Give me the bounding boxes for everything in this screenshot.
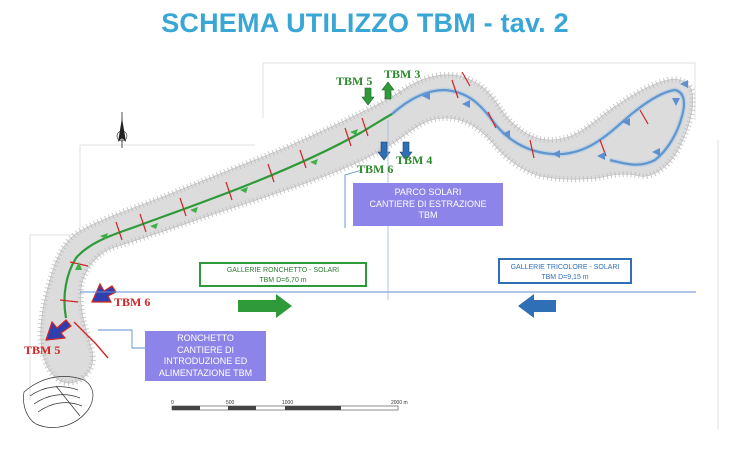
scale-tick-0: 0: [171, 400, 174, 406]
tbm-arrows-left: [45, 282, 117, 341]
scale-tick-2000: 2000 m: [391, 400, 408, 406]
north-arrow-icon: [116, 112, 128, 148]
ronchetto-box: RONCHETTO CANTIERE DI INTRODUZIONE ED AL…: [145, 331, 266, 381]
tbm4-mid-label: TBM 4: [396, 153, 433, 167]
parco-solari-box: PARCO SOLARI CANTIERE DI ESTRAZIONE TBM: [353, 183, 503, 226]
small-green-arrows: [75, 129, 358, 270]
parco-solari-title: PARCO SOLARI: [394, 187, 462, 197]
ronchetto-line3: INTRODUZIONE ED: [163, 356, 248, 366]
gallerie-tricolore-title: GALLERIE TRICOLORE - SOLARI: [510, 264, 620, 271]
tbm3-top-label: TBM 3: [384, 67, 421, 81]
page-title: SCHEMA UTILIZZO TBM - tav. 2: [161, 8, 569, 38]
tunnel-line-tricolore: [391, 88, 686, 166]
tbm6-left-label: TBM 6: [114, 295, 151, 309]
urban-area: [37, 71, 696, 386]
gallerie-ronchetto-box: GALLERIE RONCHETTO - SOLARI TBM D=6,70 m: [199, 262, 367, 287]
parco-solari-line2: CANTIERE DI ESTRAZIONE: [369, 198, 487, 209]
scale-bar: [171, 405, 399, 411]
tbm5-left-label: TBM 5: [24, 343, 61, 357]
gallerie-ronchetto-diameter: TBM D=6,70 m: [259, 277, 307, 284]
tbm-arrows-top: [361, 81, 413, 161]
parco-solari-line3: TBM: [418, 210, 438, 220]
tbm5-top-label: TBM 5: [336, 74, 373, 88]
ronchetto-site-sketch: [23, 376, 94, 428]
sheet-frame: [29, 62, 719, 430]
tunnel-line-ronchetto: [63, 113, 393, 319]
station-marks: [59, 71, 649, 303]
tbm6-mid-label: TBM 6: [357, 162, 394, 176]
gallerie-tricolore-box: GALLERIE TRICOLORE - SOLARI TBM D=9,15 m: [498, 258, 632, 284]
gallerie-ronchetto-title: GALLERIE RONCHETTO - SOLARI: [226, 267, 340, 274]
gallerie-tricolore-diameter: TBM D=9,15 m: [541, 274, 589, 281]
small-blue-arrows: [422, 80, 688, 160]
scale-tick-500: 500: [226, 400, 235, 406]
ronchetto-line4: ALIMENTAZIONE TBM: [158, 367, 253, 378]
access-line: [73, 321, 109, 359]
scale-tick-1000: 1000: [282, 400, 294, 406]
ronchetto-title: RONCHETTO: [177, 333, 234, 343]
ronchetto-line2: CANTIERE DI: [176, 344, 234, 355]
blue-left-arrow-icon: [518, 294, 556, 318]
green-right-arrow-icon: [238, 294, 292, 318]
callout-lines: [98, 169, 363, 349]
